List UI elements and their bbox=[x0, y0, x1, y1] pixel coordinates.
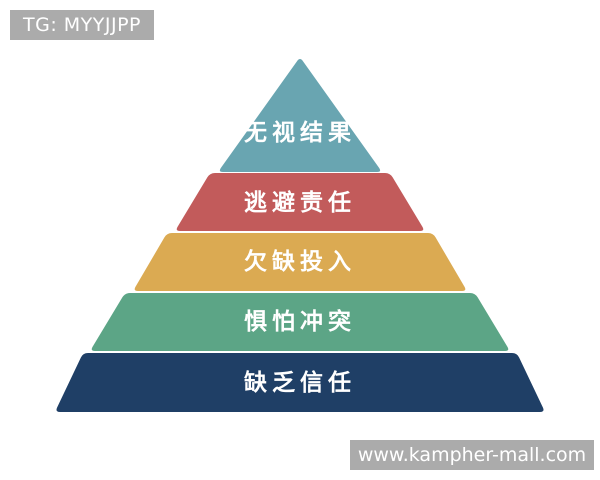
tg-watermark-badge: TG: MYYJJPP bbox=[10, 10, 154, 40]
pyramid-layer-label-5: 缺乏信任 bbox=[244, 369, 356, 396]
pyramid-layer-label-2: 逃避责任 bbox=[244, 189, 356, 216]
pyramid-layer-label-4: 惧怕冲突 bbox=[244, 308, 356, 335]
pyramid-layer-3 bbox=[134, 233, 466, 291]
pyramid-layer-2 bbox=[176, 173, 424, 231]
pyramid-layer-label-3: 欠缺投入 bbox=[244, 248, 356, 275]
website-watermark: www.kampher-mall.com bbox=[350, 440, 594, 470]
pyramid-layer-5 bbox=[56, 353, 544, 412]
pyramid-layer-1 bbox=[219, 59, 381, 172]
pyramid-layer-4 bbox=[91, 293, 509, 351]
pyramid-layer-label-1: 无视结果 bbox=[244, 119, 356, 146]
